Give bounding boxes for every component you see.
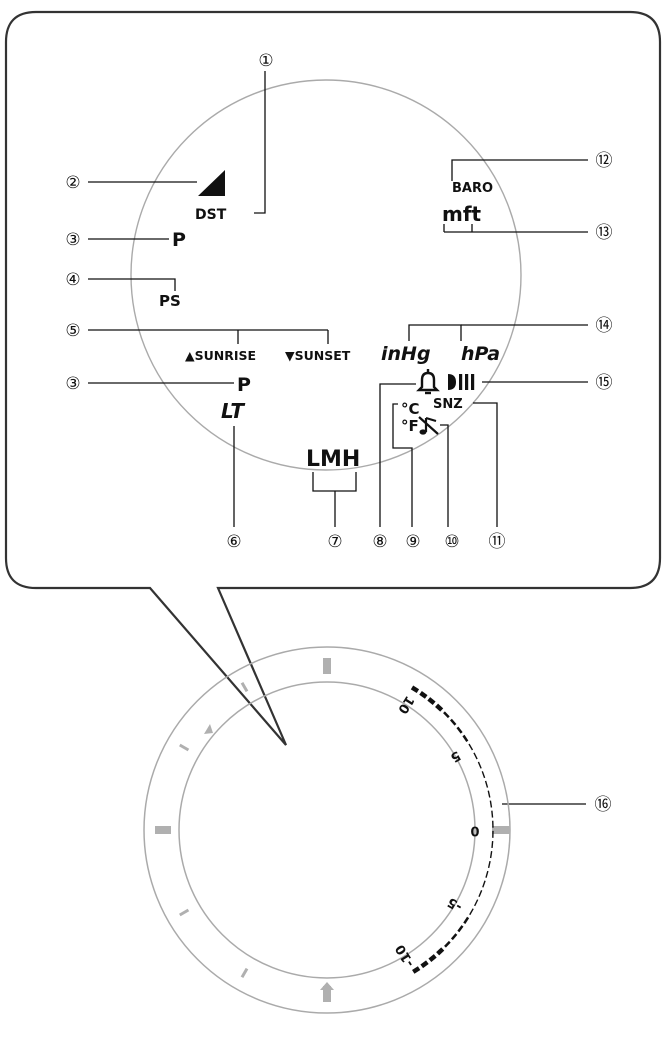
callout-8: ⑧ (372, 532, 387, 552)
sunset-indicator: ▼SUNSET (285, 348, 351, 363)
inhg-indicator: inHg (381, 343, 431, 365)
scale-segment (478, 890, 483, 897)
scale-segment (489, 800, 493, 808)
scale-segment (456, 726, 463, 734)
sunrise-indicator: ▲SUNRISE (185, 348, 256, 363)
scale-label: -10 (393, 942, 418, 970)
p-indicator-upper: P (172, 229, 186, 251)
scale-segment (491, 810, 494, 818)
leader-lines (88, 71, 588, 805)
scale-segment (484, 780, 489, 788)
callout-1: ① (258, 51, 273, 71)
scale-segment (463, 916, 470, 924)
callout-13: ⑬ (596, 223, 613, 243)
callout-4: ④ (65, 270, 80, 290)
scale-label: 10 (394, 693, 416, 716)
scale-segment (449, 718, 457, 726)
callout-11: ⑪ (489, 532, 506, 552)
scale-segment (410, 685, 420, 694)
scale-segment (427, 697, 436, 705)
callout-labels: ① ② ③ ④ ⑤ ③ ⑥ ⑦ ⑧ ⑨ ⑩ ⑪ ⑫ ⑬ ⑭ ⑮ ⑯ (65, 51, 612, 815)
lt-indicator: LT (221, 399, 245, 423)
display-outline (130, 79, 522, 471)
scale-segment (474, 899, 479, 907)
scale-label: 5 (448, 747, 463, 765)
mute-note-icon (418, 416, 439, 435)
hpa-indicator: hPa (461, 343, 500, 365)
callout-3-lower: ③ (65, 374, 80, 394)
scale-segment (412, 966, 421, 974)
bezel-tick (179, 743, 190, 752)
scale-segment (485, 870, 489, 878)
callout-16: ⑯ (595, 795, 612, 815)
callout-5: ⑤ (65, 321, 80, 341)
callout-2: ② (65, 173, 80, 193)
signal-bars-icon (448, 374, 475, 390)
mft-indicator: mft (442, 202, 482, 226)
callout-14: ⑭ (596, 316, 613, 336)
bezel-tick (240, 967, 249, 978)
scale-segment (428, 954, 437, 963)
dst-indicator: DST (195, 207, 227, 223)
scale-segment (473, 752, 478, 760)
scale-segment (482, 880, 486, 888)
scale-segment (489, 850, 493, 859)
scale-label: -5 (445, 894, 465, 914)
scale-segment (491, 840, 494, 848)
marker-triangle-icon (320, 982, 334, 990)
scale-segment (469, 908, 474, 916)
bezel-ticks (155, 658, 510, 1002)
scale-segment (443, 711, 450, 719)
p-indicator-lower: P (237, 374, 251, 396)
fahrenheit-indicator: °F (401, 417, 419, 435)
scale-segment (444, 940, 451, 948)
callout-10: ⑩ (444, 532, 459, 552)
callout-6: ⑥ (226, 532, 241, 552)
callout-7: ⑦ (327, 532, 342, 552)
bezel-tick (179, 908, 190, 917)
watch-bezel: 10 5 0 -5 -10 (143, 646, 511, 1014)
signal-triangle-icon (198, 170, 225, 196)
callout-12: ⑫ (596, 151, 613, 171)
scale-segment (457, 925, 464, 933)
scale-label: 0 (470, 823, 479, 838)
scale-segment (436, 947, 445, 956)
scale-segment (481, 771, 486, 779)
callout-3-upper: ③ (65, 230, 80, 250)
scale-segment (419, 691, 428, 699)
marker-triangle-icon (204, 724, 213, 734)
scale-segment (450, 933, 458, 941)
scale-segment (468, 743, 474, 751)
bezel-scale: 10 5 0 -5 -10 (393, 685, 494, 974)
scale-segment (462, 734, 469, 742)
ps-indicator: PS (159, 292, 181, 310)
bezel-tick (240, 682, 249, 693)
scale-segment (477, 761, 482, 769)
celsius-indicator: °C (401, 400, 420, 418)
scale-segment (487, 860, 491, 869)
baro-indicator: BARO (452, 181, 493, 196)
scale-segment (435, 703, 444, 712)
alarm-bell-icon (416, 369, 440, 395)
snz-indicator: SNZ (433, 397, 463, 412)
callout-15: ⑮ (596, 373, 613, 393)
scale-segment (487, 790, 491, 798)
callout-bubble (4, 10, 662, 746)
lmh-indicator: LMH (306, 447, 360, 472)
callout-9: ⑨ (405, 532, 420, 552)
scale-segment (420, 960, 429, 969)
